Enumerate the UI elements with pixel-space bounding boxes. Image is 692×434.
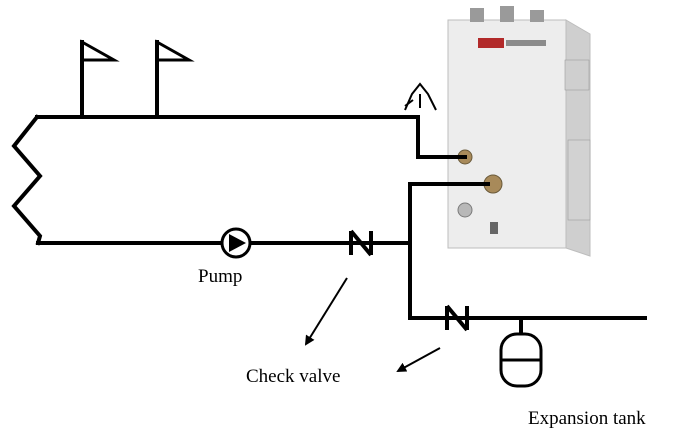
heater-sticker-side: [567, 139, 591, 221]
supply-pipe: [35, 115, 467, 159]
expansion-tank-label: Expansion tank: [528, 408, 646, 429]
check-valve-arrow-1: [304, 277, 348, 346]
flag-icon: [80, 39, 120, 62]
emitter-zigzag: [11, 114, 43, 246]
check-valve-arrow-2: [396, 347, 441, 372]
heater-vent-2: [500, 6, 514, 22]
heater-drain-fitting: [457, 202, 473, 218]
heater-vent-3: [530, 10, 544, 22]
flag-icon: [155, 39, 195, 62]
makeup-pipe: [408, 241, 647, 320]
pump-icon: [220, 227, 252, 259]
heater-brand-band: [478, 38, 504, 48]
check-valve-icon: [349, 229, 373, 257]
heater-inlet-pipe: [408, 182, 490, 245]
heater-sticker-top: [564, 59, 590, 91]
pump-label: Pump: [198, 266, 243, 287]
expansion-tank-icon: [499, 332, 543, 388]
check-valve-label: Check valve: [246, 366, 341, 387]
heater-vent-1: [470, 8, 484, 22]
check-valve-icon: [445, 304, 469, 332]
heater-right-face: [565, 19, 591, 257]
water-heater-icon: [447, 6, 591, 257]
heater-valve-knob: [490, 222, 498, 234]
air-vent-icon: [404, 82, 437, 111]
heater-brand-text: [506, 40, 546, 46]
